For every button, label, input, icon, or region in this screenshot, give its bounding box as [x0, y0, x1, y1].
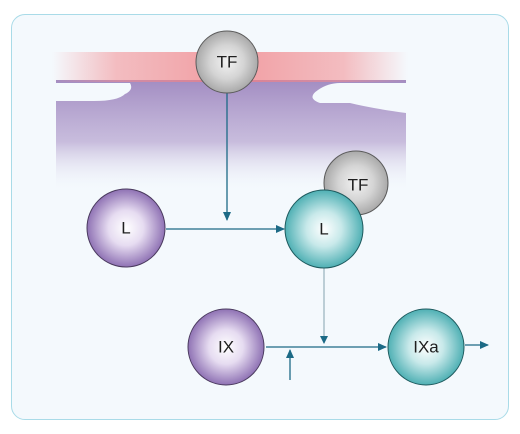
l-left-node: L	[86, 188, 166, 268]
l-left-label: L	[121, 218, 130, 237]
cell-body	[56, 80, 406, 192]
arrow-l-down-head	[320, 336, 328, 344]
l-right-node: L	[284, 189, 364, 269]
tf-bound-label: TF	[348, 175, 369, 194]
l-right-label: L	[319, 219, 328, 238]
ixa-label: IXa	[413, 337, 439, 356]
ix-node: IX	[187, 308, 265, 386]
ix-label: IX	[218, 337, 234, 356]
tf-membrane-label: TF	[217, 52, 238, 71]
ixa-node: IXa	[387, 308, 465, 386]
tf-membrane-node: TF	[195, 30, 259, 94]
